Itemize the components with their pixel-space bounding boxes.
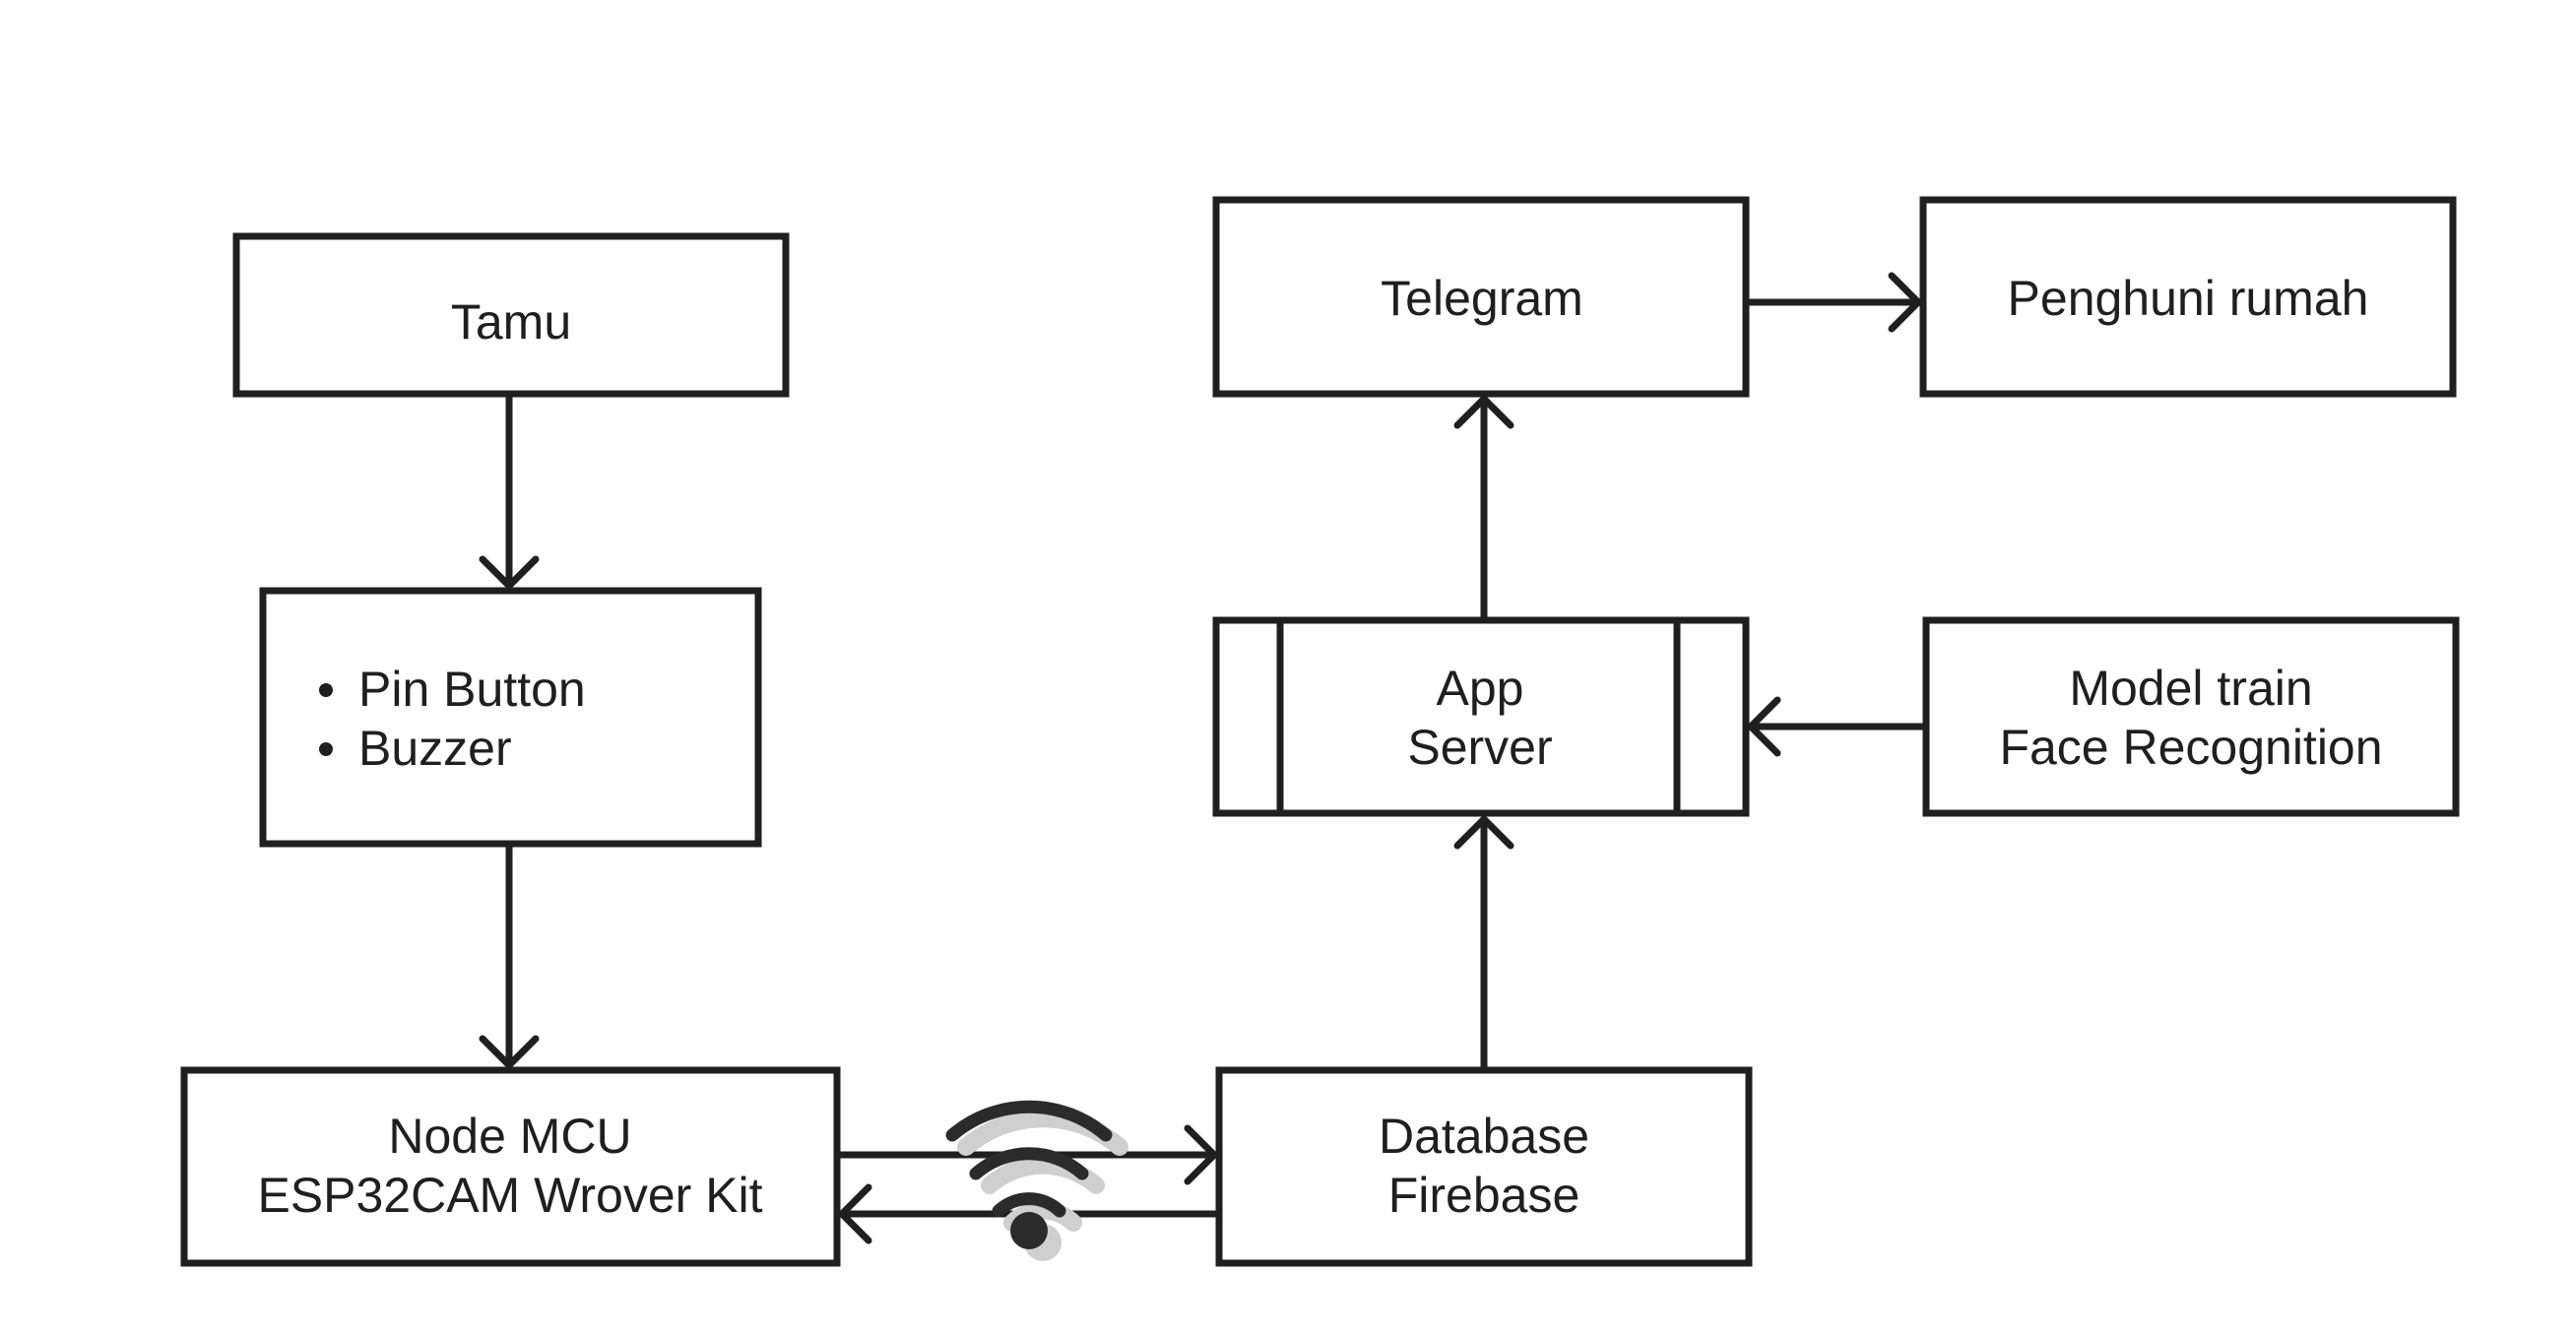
tamu-box <box>232 232 790 398</box>
wifi-icon <box>945 1100 1128 1261</box>
appserver-box <box>1212 616 1750 817</box>
nodemcu-label-line1: Node MCU <box>388 1109 631 1164</box>
edge-input-nodemcu <box>479 844 540 1069</box>
penghuni-label: Penghuni rumah <box>2008 271 2369 326</box>
appserver-label-line1: App <box>1437 661 1524 716</box>
model-box <box>1922 616 2460 817</box>
database-box <box>1215 1066 1753 1267</box>
input-bullet-1: Pin Button <box>358 662 586 717</box>
nodemcu-box <box>180 1066 841 1267</box>
penghuni-box <box>1919 196 2457 398</box>
nodemcu-label-line2: ESP32CAM Wrover Kit <box>257 1168 762 1223</box>
database-label-line1: Database <box>1379 1109 1589 1164</box>
database-label-line2: Firebase <box>1388 1168 1580 1223</box>
edge-telegram-penghuni <box>1746 272 1922 333</box>
tamu-label: Tamu <box>451 294 571 350</box>
edge-model-appserver <box>1747 696 1926 757</box>
edge-database-appserver <box>1453 815 1514 1070</box>
model-label-line2: Face Recognition <box>1999 720 2382 775</box>
edge-appserver-telegram <box>1453 395 1514 620</box>
input-bullet-2: Buzzer <box>358 721 512 776</box>
bullet-dot <box>319 742 333 756</box>
model-label-line1: Model train <box>2069 661 2312 716</box>
telegram-label: Telegram <box>1381 271 1583 326</box>
telegram-box <box>1212 196 1750 398</box>
input-box <box>259 587 762 848</box>
appserver-label-line2: Server <box>1407 720 1552 775</box>
bullet-dot <box>319 683 333 697</box>
edge-tamu-input <box>479 394 540 590</box>
